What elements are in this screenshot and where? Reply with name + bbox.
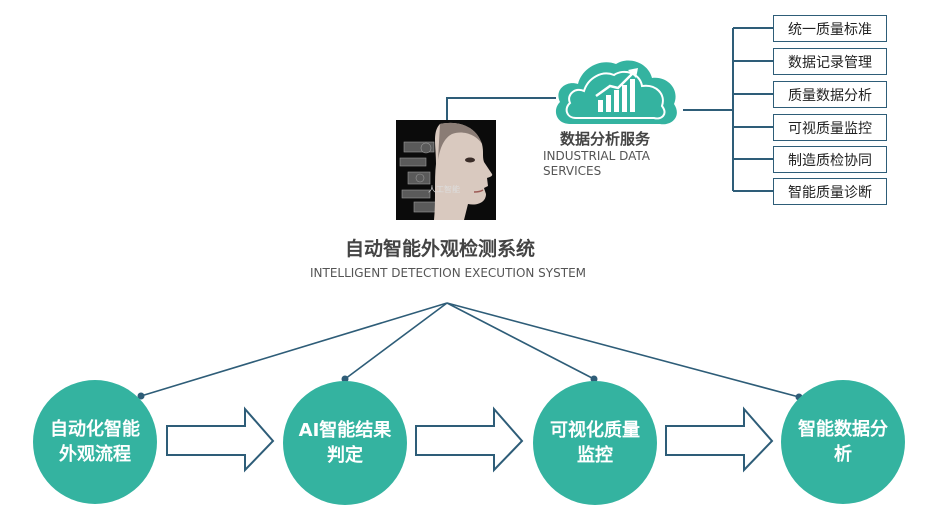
- step-circle-4: 智能数据分析: [781, 380, 905, 504]
- service-box: 数据记录管理: [773, 48, 887, 75]
- service-box: 制造质检协同: [773, 146, 887, 173]
- fan-dot-3: [590, 375, 598, 383]
- cloud-chart-icon: [555, 60, 677, 125]
- system-title: 自动智能外观检测系统: [344, 238, 535, 260]
- step-label: AI智能结果判定: [298, 420, 392, 466]
- service-box: 统一质量标准: [773, 15, 887, 42]
- service-box: 质量数据分析: [773, 81, 887, 108]
- cloud-subtitle: INDUSTRIAL DATA SERVICES: [543, 149, 650, 178]
- service-box: 可视质量监控: [773, 114, 887, 141]
- cloud-face-connector: [446, 97, 556, 122]
- step-circle-1: 自动化智能外观流程: [33, 380, 157, 504]
- arrow-2: [415, 406, 524, 473]
- service-box: 智能质量诊断: [773, 178, 887, 205]
- cloud-title: 数据分析服务: [560, 130, 651, 148]
- step-circle-3: 可视化质量监控: [533, 381, 657, 505]
- fan-line-4: [446, 302, 800, 398]
- step-label: 智能数据分析: [798, 419, 888, 465]
- fan-line-3: [446, 302, 595, 380]
- system-subtitle: INTELLIGENT DETECTION EXECUTION SYSTEM: [309, 266, 587, 280]
- ai-face-label: 人工智能: [428, 185, 460, 194]
- fan-line-2: [344, 302, 448, 380]
- fan-line-1: [140, 302, 448, 397]
- step-label: 可视化质量监控: [550, 420, 640, 466]
- arrow-3: [665, 406, 774, 473]
- fan-dot-2: [341, 375, 349, 383]
- arrow-1: [166, 406, 275, 473]
- step-circle-2: AI智能结果判定: [283, 381, 407, 505]
- ai-face-image: 人工智能: [396, 120, 496, 220]
- step-label: 自动化智能外观流程: [50, 419, 140, 465]
